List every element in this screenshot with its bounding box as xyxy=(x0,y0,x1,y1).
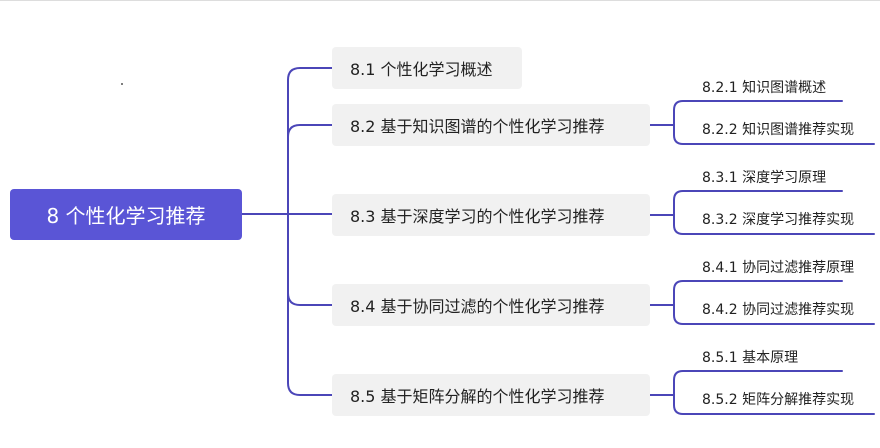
branch-label: 8.2 基于知识图谱的个性化学习推荐 xyxy=(350,117,605,136)
leaf-8-3-2[interactable]: 8.3.2 深度学习推荐实现 xyxy=(702,211,854,229)
leaf-label: 8.5.2 矩阵分解推荐实现 xyxy=(702,392,855,408)
leaf-connector-8-2-2 xyxy=(673,124,875,145)
stray-dot xyxy=(121,83,123,85)
leaf-8-5-1[interactable]: 8.5.1 基本原理 xyxy=(702,349,798,367)
leaf-connector-8-3-2 xyxy=(673,214,875,235)
root-topic-label: 8 个性化学习推荐 xyxy=(46,204,206,228)
leaf-8-2-1[interactable]: 8.2.1 知识图谱概述 xyxy=(702,79,826,97)
branch-8-4[interactable]: 8.4 基于协同过滤的个性化学习推荐 xyxy=(332,284,650,326)
leaf-connector-8-2-1 xyxy=(673,100,843,126)
branch-label: 8.1 个性化学习概述 xyxy=(350,60,493,79)
leaf-8-4-1[interactable]: 8.4.1 协同过滤推荐原理 xyxy=(702,259,854,277)
branch-label: 8.4 基于协同过滤的个性化学习推荐 xyxy=(350,297,605,316)
branch-label: 8.5 基于矩阵分解的个性化学习推荐 xyxy=(350,387,605,406)
branch-8-2[interactable]: 8.2 基于知识图谱的个性化学习推荐 xyxy=(332,104,650,146)
branch-8-1[interactable]: 8.1 个性化学习概述 xyxy=(332,47,522,89)
branch-8-5[interactable]: 8.5 基于矩阵分解的个性化学习推荐 xyxy=(332,374,650,416)
branch-8-3[interactable]: 8.3 基于深度学习的个性化学习推荐 xyxy=(332,194,650,236)
root-topic[interactable]: 8 个性化学习推荐 xyxy=(10,189,242,240)
leaf-label: 8.3.1 深度学习原理 xyxy=(702,170,827,186)
leaf-label: 8.2.2 知识图谱推荐实现 xyxy=(702,122,855,138)
leaf-label: 8.5.1 基本原理 xyxy=(702,350,799,366)
leaf-label: 8.2.1 知识图谱概述 xyxy=(702,80,827,96)
leaf-label: 8.3.2 深度学习推荐实现 xyxy=(702,212,855,228)
leaf-connector-8-5-1 xyxy=(673,370,843,396)
leaf-8-3-1[interactable]: 8.3.1 深度学习原理 xyxy=(702,169,826,187)
branch-connector-1 xyxy=(287,67,333,215)
top-border xyxy=(0,0,880,1)
branch-label: 8.3 基于深度学习的个性化学习推荐 xyxy=(350,207,605,226)
leaf-connector-8-4-2 xyxy=(673,304,875,325)
leaf-8-2-2[interactable]: 8.2.2 知识图谱推荐实现 xyxy=(702,121,854,139)
leaf-label: 8.4.1 协同过滤推荐原理 xyxy=(702,260,855,276)
branch-connector-2 xyxy=(287,124,333,215)
branch-connector-4 xyxy=(287,213,333,306)
leaf-8-5-2[interactable]: 8.5.2 矩阵分解推荐实现 xyxy=(702,391,854,409)
leaf-label: 8.4.2 协同过滤推荐实现 xyxy=(702,302,855,318)
branch-connector-5 xyxy=(287,213,333,396)
leaf-connector-8-5-2 xyxy=(673,394,875,415)
leaf-connector-8-3-1 xyxy=(673,190,843,216)
leaf-8-4-2[interactable]: 8.4.2 协同过滤推荐实现 xyxy=(702,301,854,319)
leaf-connector-8-4-1 xyxy=(673,280,843,306)
